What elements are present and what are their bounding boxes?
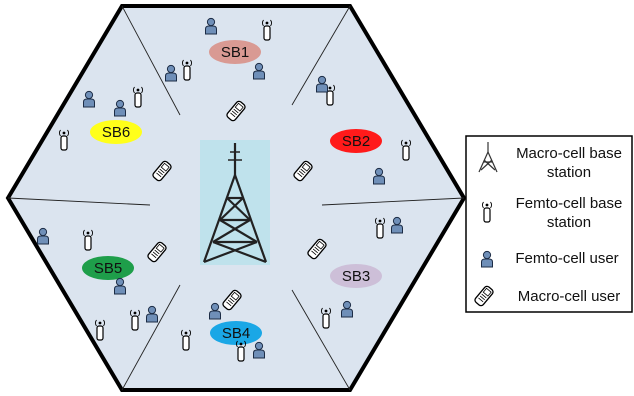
femto-user-icon — [114, 99, 126, 117]
legend: Macro-cell base station Femto-cell base … — [465, 135, 633, 313]
sub-band-sb6: SB6 — [90, 120, 142, 144]
legend-femto-user: Femto-cell user — [481, 250, 619, 268]
legend-box — [465, 135, 633, 313]
sub-band-ellipse — [82, 256, 134, 280]
femto-user-icon — [253, 341, 265, 359]
femto-user-icon — [165, 64, 177, 82]
femto-user-icon — [373, 167, 385, 185]
femto-user-icon — [253, 62, 265, 80]
legend-femto-bs-line2: station — [547, 214, 591, 231]
femto-user-icon — [316, 75, 328, 93]
sub-band-sb1: SB1 — [209, 40, 261, 64]
sub-band-ellipse — [330, 129, 382, 153]
femto-user-icon — [146, 305, 158, 323]
sub-band-sb4: SB4 — [210, 321, 262, 345]
sub-band-ellipse — [90, 120, 142, 144]
sub-band-ellipse — [330, 264, 382, 288]
legend-macro-bs-line1: Macro-cell base — [516, 145, 622, 162]
femto-user-icon — [83, 90, 95, 108]
sub-band-sb2: SB2 — [330, 129, 382, 153]
sub-band-sb3: SB3 — [330, 264, 382, 288]
femto-user-icon — [391, 216, 403, 234]
legend-femto-bs: Femto-cell base station — [481, 195, 623, 231]
legend-macro-user-label: Macro-cell user — [518, 288, 621, 305]
legend-macro-bs-line2: station — [547, 164, 591, 181]
femto-user-icon — [209, 302, 221, 320]
macro-tower-legend-icon — [478, 142, 498, 173]
sub-band-label: SB6 — [102, 124, 130, 141]
sub-band-label: SB3 — [342, 268, 370, 285]
legend-femto-user-label: Femto-cell user — [515, 250, 618, 267]
sub-band-label: SB2 — [342, 133, 370, 150]
legend-macro-bs: Macro-cell base station — [478, 142, 622, 181]
sector-dividers — [7, 5, 465, 391]
femto-user-icon — [341, 300, 353, 318]
sub-band-ellipse — [209, 40, 261, 64]
macro-cell-tower-icon — [200, 140, 270, 265]
sub-band-sb5: SB5 — [82, 256, 134, 280]
sub-band-label: SB1 — [221, 44, 249, 61]
femto-user-icon — [114, 277, 126, 295]
femto-user-icon — [37, 227, 49, 245]
legend-femto-bs-line1: Femto-cell base — [516, 195, 623, 212]
legend-macro-user: Macro-cell user — [473, 284, 621, 308]
femto-user-legend-icon — [481, 250, 493, 268]
sub-band-label: SB5 — [94, 260, 122, 277]
sub-band-label: SB4 — [222, 325, 250, 342]
femto-user-icon — [205, 17, 217, 35]
sub-band-ellipse — [210, 321, 262, 345]
